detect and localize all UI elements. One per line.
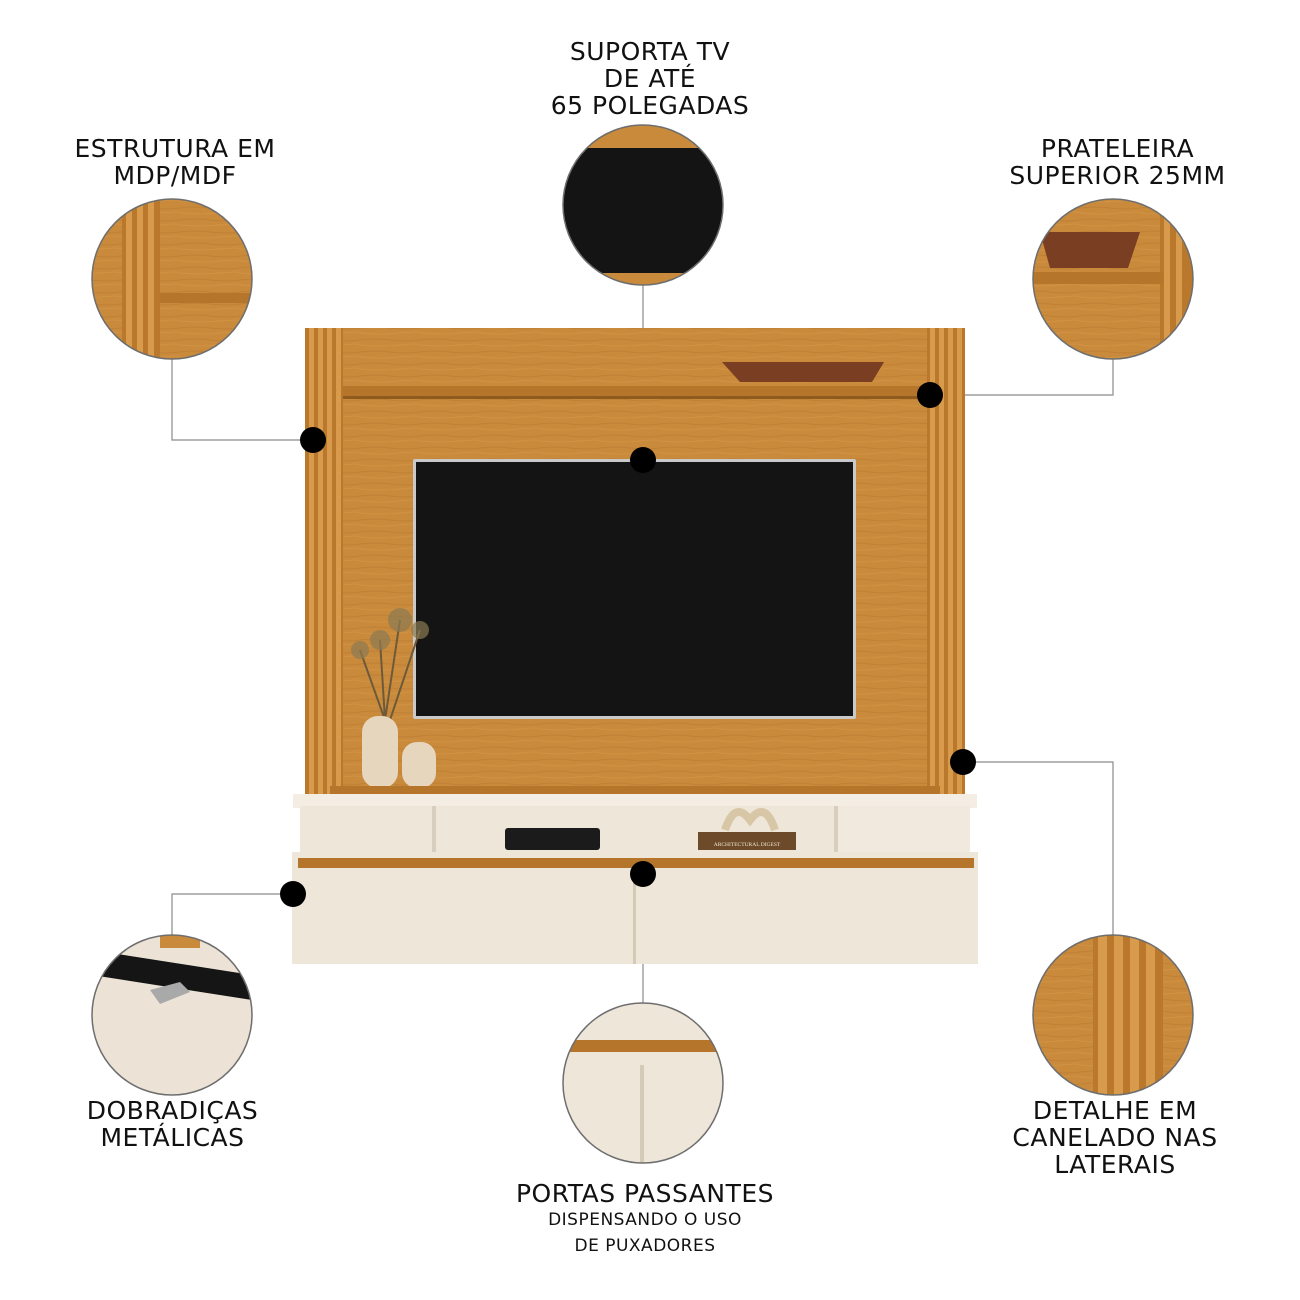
label-line: ESTRUTURA EM [74, 134, 276, 163]
callout-circle-portas [563, 1003, 723, 1163]
label-subtitle: DE PUXADORES [574, 1236, 716, 1256]
label-estrutura: ESTRUTURA EM MDP/MDF [40, 135, 310, 189]
label-line: CANELADO NAS [1012, 1123, 1218, 1152]
marker-portas [630, 861, 656, 887]
callout-circle-prateleira [1033, 199, 1193, 359]
label-line: 65 POLEGADAS [550, 91, 750, 120]
label-line: MDP/MDF [113, 161, 237, 190]
rack-right-box [838, 806, 970, 852]
leader-prateleira [930, 359, 1114, 396]
callout-circle-estrutura [92, 199, 252, 359]
label-tv-support: SUPORTA TV DE ATÉ 65 POLEGADAS [470, 38, 830, 119]
marker-prateleira [917, 382, 943, 408]
upper-shelf [343, 386, 927, 398]
books [698, 832, 796, 850]
label-line: METÁLICAS [100, 1123, 245, 1152]
callout-circle-detalhe [1033, 935, 1193, 1095]
marker-dobradicas [280, 881, 306, 907]
label-prateleira: PRATELEIRA SUPERIOR 25MM [985, 135, 1250, 189]
label-line: DETALHE EM [1032, 1096, 1198, 1125]
marker-tv [630, 447, 656, 473]
tv-screen [416, 462, 853, 716]
markers [280, 382, 976, 907]
fluted-left-side [305, 328, 343, 798]
label-line: SUPERIOR 25MM [1009, 161, 1226, 190]
knot-ornament [721, 808, 779, 832]
label-subtitle: DISPENSANDO O USO [548, 1210, 742, 1230]
vase-short [402, 742, 436, 788]
marker-estrutura [300, 427, 326, 453]
decorative-bowl [722, 362, 884, 382]
marker-detalhe [950, 749, 976, 775]
label-portas: PORTAS PASSANTES DISPENSANDO O USO DE PU… [470, 1180, 820, 1259]
book-spine-label: ARCHITECTURAL DIGEST [714, 842, 781, 848]
label-line: LATERAIS [1054, 1150, 1176, 1179]
rack-wood-strip [298, 858, 974, 868]
label-detalhe: DETALHE EM CANELADO NAS LATERAIS [980, 1097, 1250, 1178]
plant-decor [351, 608, 436, 788]
label-line: DOBRADIÇAS [86, 1096, 259, 1125]
callout-circle-dobradicas [92, 935, 252, 1095]
door-gap [633, 880, 636, 964]
label-line: SUPORTA TV [569, 37, 731, 66]
label-dobradicas: DOBRADIÇAS METÁLICAS [50, 1097, 295, 1151]
rack-top [293, 794, 977, 808]
label-line: DE ATÉ [603, 64, 697, 93]
leader-dobradicas [171, 893, 293, 935]
leader-detalhe [963, 761, 1114, 935]
tv-panel-furniture: ARCHITECTURAL DIGEST [292, 328, 978, 964]
callout-circle-tv [563, 125, 723, 285]
label-line: PRATELEIRA [1040, 134, 1195, 163]
label-title: PORTAS PASSANTES [515, 1179, 775, 1208]
leader-estrutura [171, 359, 313, 441]
vase-tall [362, 716, 398, 788]
set-top-box [505, 828, 600, 850]
